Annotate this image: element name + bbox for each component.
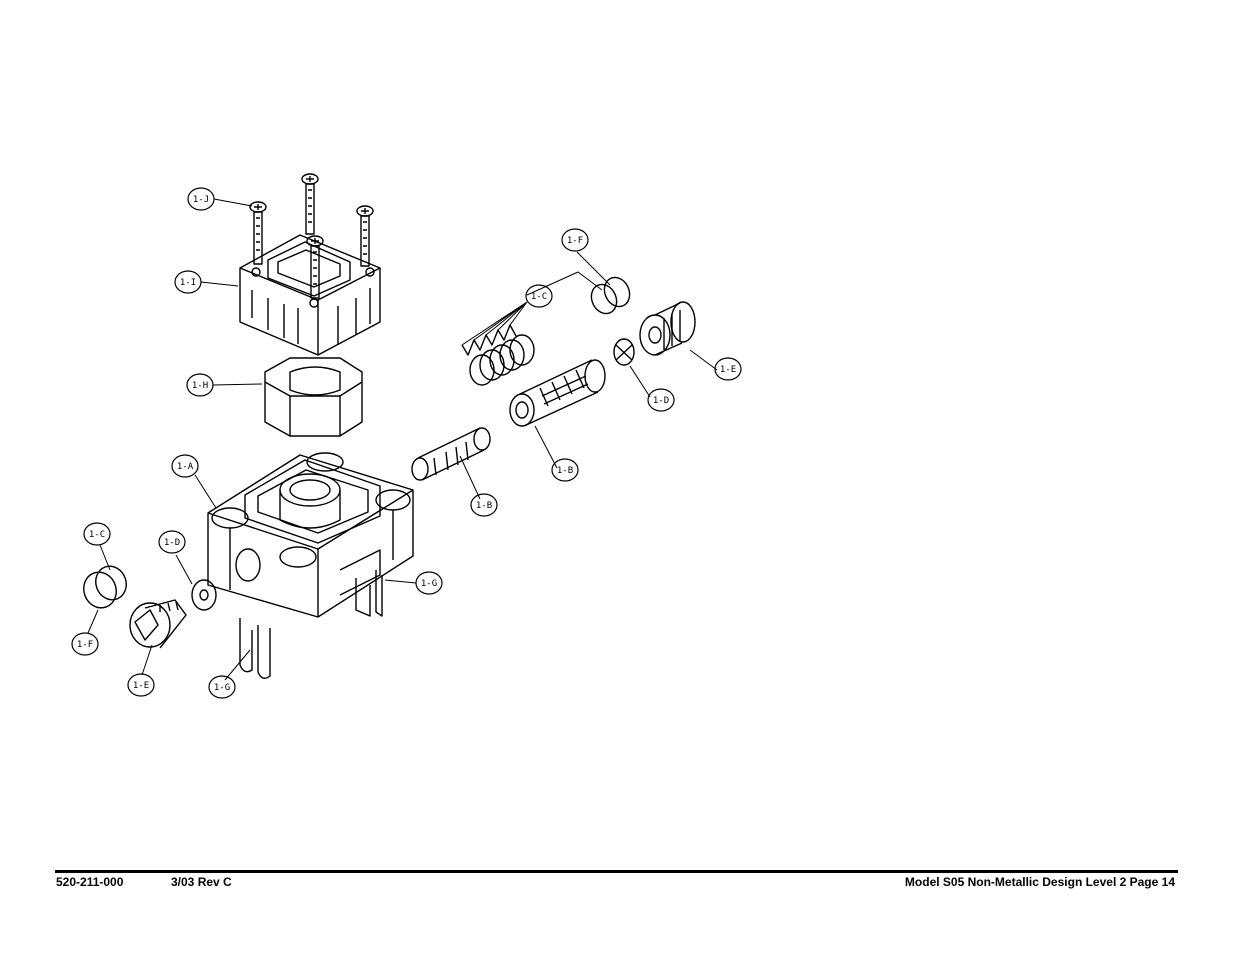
left-orings (83, 565, 127, 609)
svg-text:1-B: 1-B (476, 501, 492, 511)
callout-1H: 1-H (186, 373, 214, 397)
footer-doc-number: 520-211-000 (56, 875, 124, 889)
footer-rule (55, 870, 1178, 873)
svg-text:1-J: 1-J (193, 195, 209, 205)
left-washer (191, 579, 217, 611)
svg-text:1-B: 1-B (557, 466, 573, 476)
svg-text:1-E: 1-E (720, 365, 736, 375)
footer-title: Model S05 Non-Metallic Design Level 2 Pa… (904, 875, 1175, 889)
callouts: 1-J 1-I 1-H 1-A 1-C 1-D 1-F 1-E (71, 187, 742, 699)
callout-1E-left: 1-E (127, 673, 155, 697)
svg-text:1-E: 1-E (133, 681, 149, 691)
screw (306, 235, 324, 299)
callout-1G-right: 1-G (415, 571, 443, 595)
leader-lines (87, 198, 718, 681)
spool-sleeve (509, 359, 606, 427)
left-end-cap (129, 599, 187, 649)
callout-1G-left: 1-G (208, 675, 236, 699)
callout-1F-right: 1-F (561, 228, 589, 252)
callout-1B-sleeve: 1-B (551, 458, 579, 482)
svg-text:1-D: 1-D (653, 396, 669, 406)
spring-group (461, 324, 535, 386)
callout-1F-left: 1-F (71, 632, 99, 656)
callout-1B-spool: 1-B (470, 493, 498, 517)
svg-text:1-D: 1-D (164, 538, 180, 548)
right-washer (613, 338, 635, 366)
svg-text:1-I: 1-I (180, 278, 196, 288)
callout-1D-right: 1-D (647, 388, 675, 412)
retainer-pin-left (239, 618, 271, 679)
screw (356, 205, 374, 267)
svg-text:1-C: 1-C (89, 530, 105, 540)
callout-1I: 1-I (174, 270, 202, 294)
callout-1D-left: 1-D (158, 530, 186, 554)
svg-text:1-A: 1-A (177, 462, 194, 472)
svg-text:1-G: 1-G (421, 579, 437, 589)
callout-1E-right: 1-E (714, 357, 742, 381)
callout-1C-left: 1-C (83, 522, 111, 546)
screw (249, 201, 267, 265)
right-end-cap (639, 301, 696, 356)
cap-block (239, 234, 381, 356)
svg-text:1-F: 1-F (567, 236, 583, 246)
callout-1J: 1-J (187, 187, 215, 211)
svg-text:1-H: 1-H (192, 381, 208, 391)
svg-text:1-F: 1-F (77, 640, 93, 650)
callout-1A: 1-A (171, 454, 199, 478)
retainer-pin-right (355, 570, 383, 617)
footer-revision: 3/03 Rev C (171, 875, 232, 889)
base-body (207, 452, 414, 618)
spool (411, 427, 491, 481)
callout-1C-right: 1-C (525, 284, 553, 308)
svg-text:1-C: 1-C (531, 292, 547, 302)
svg-text:1-G: 1-G (214, 683, 230, 693)
sleeve-part (264, 357, 363, 437)
screw (301, 173, 319, 235)
screw-group (249, 173, 374, 299)
right-orings (590, 276, 631, 315)
